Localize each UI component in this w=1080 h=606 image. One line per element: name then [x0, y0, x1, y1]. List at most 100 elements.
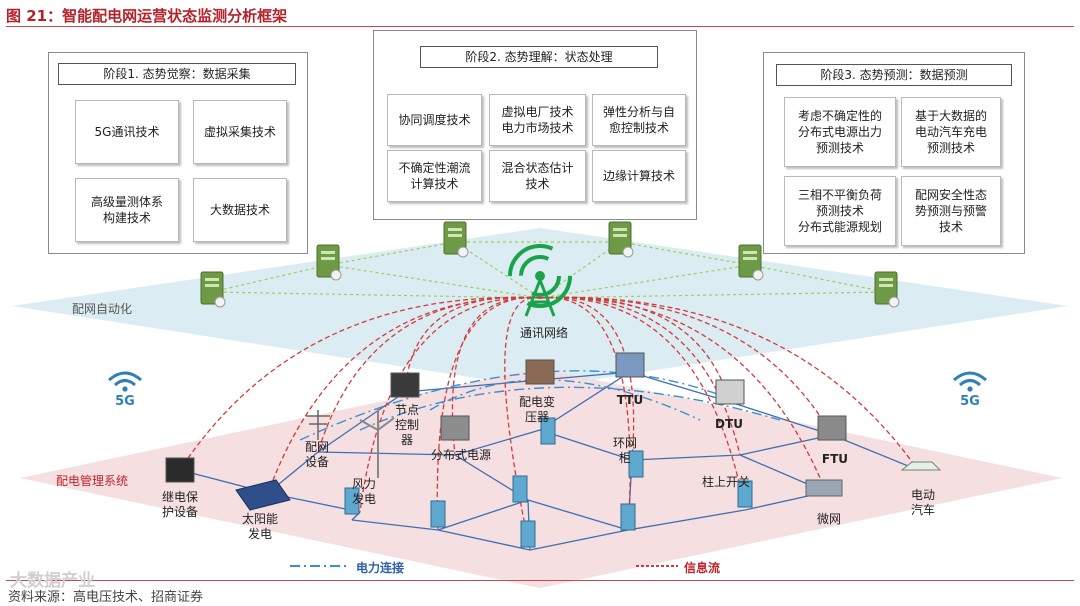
server-icon: [879, 284, 893, 287]
power-line: [454, 429, 541, 456]
server-link: [539, 241, 621, 299]
title-rule: [6, 26, 1074, 27]
phase-1-title: 阶段1. 态势觉察：数据采集: [58, 63, 296, 85]
server-icon: [448, 234, 462, 237]
hub-label: 通讯网络: [519, 326, 568, 340]
server-link: [454, 241, 541, 299]
device-relay-protection: 继电保 护设备: [161, 490, 198, 519]
microgrid-icon: [805, 479, 843, 497]
phase-3-title: 阶段3. 态势预测：数据预测: [776, 64, 1012, 86]
device-electric-vehicle: 电动 汽车: [910, 488, 935, 517]
5g-badge-right: 5G: [948, 368, 992, 409]
management-layer-label: 配电管理系统: [56, 474, 129, 488]
5g-badge-left-text: 5G: [115, 394, 135, 409]
device-ring-main-unit: 环网 柜: [612, 436, 637, 465]
server-icon: [321, 251, 335, 254]
signal-wave-outer: [508, 244, 572, 308]
power-line: [404, 371, 631, 393]
legend-power-label: 电力连接: [356, 561, 405, 575]
building-icon: [344, 487, 360, 515]
5g-badge-right-text: 5G: [960, 394, 980, 409]
server-icon: [205, 284, 219, 287]
device-dtu: DTU: [715, 417, 743, 431]
phase-2-item-edge-computing: 边缘计算技术: [592, 150, 686, 202]
phase-3-item-unbalanced-load-forecast: 三相不平衡负荷 预测技术 分布式能源规划: [784, 176, 896, 246]
server-disk-icon: [752, 269, 764, 281]
power-connection-arc: [299, 370, 721, 441]
watermark: 大数据产业: [10, 571, 95, 591]
figure-title: 图 21：智能配电网运营状态监测分析框架: [6, 7, 288, 25]
phase-3-item-ev-charging-forecast: 基于大数据的 电动汽车充电 预测技术: [901, 97, 1001, 167]
signal-tower-icon: [535, 271, 545, 281]
server-icon: [613, 228, 627, 231]
power-line: [317, 451, 456, 456]
server-disk-icon: [457, 246, 469, 258]
phase-2-item-hybrid-state-estimation: 混合状态估计 技术: [489, 150, 586, 202]
server-disk-icon: [330, 269, 342, 281]
automation-layer-label: 配网自动化: [72, 302, 133, 316]
power-line: [831, 434, 919, 471]
power-line: [437, 499, 529, 531]
transmission-tower-icon: [306, 410, 330, 440]
building-icon: [520, 520, 536, 548]
server-disk-icon: [888, 296, 900, 308]
phase-1-item-ami: 高级量测体系 构建技术: [75, 178, 179, 242]
server-link: [539, 291, 887, 299]
power-line: [739, 434, 833, 456]
phase-1-item-5g: 5G通讯技术: [75, 100, 179, 164]
phase-2-title: 阶段2. 态势理解：状态处理: [420, 46, 658, 68]
phase-2-item-coordinated-dispatch: 协同调度技术: [387, 94, 482, 146]
wind-turbine-icon: [359, 408, 395, 431]
legend-info-label: 信息流: [684, 561, 721, 575]
information-flow-arc: [404, 296, 541, 393]
server-icon: [743, 251, 757, 254]
device-distribution-equipment: 配网 设备: [304, 440, 329, 469]
device-icon: [165, 457, 195, 483]
power-line: [529, 529, 629, 551]
device-icon: [390, 372, 420, 398]
device-ftu: FTU: [821, 452, 849, 466]
building-icon: [430, 500, 446, 528]
device-icon: [715, 379, 745, 405]
phase-2-item-virtual-power-plant: 虚拟电厂技术 电力市场技术: [489, 94, 586, 146]
building-icon: [540, 417, 556, 445]
device-icon: [440, 415, 470, 441]
power-line: [437, 529, 531, 551]
server-icon: [448, 228, 462, 231]
device-ttu: TTU: [616, 393, 644, 407]
electric-vehicle-icon: [900, 461, 942, 471]
information-flow-arc: [539, 297, 631, 531]
server-disk-icon: [214, 296, 226, 308]
bottom-rule: [6, 580, 1074, 581]
building-icon: [737, 480, 753, 508]
management-layer-plane: [20, 368, 1062, 588]
information-flow-arc: [539, 296, 746, 511]
server-icon: [205, 278, 219, 281]
building-icon: [512, 475, 528, 503]
device-icon: [615, 352, 645, 378]
device-distribution-transformer: 配电变 压器: [518, 395, 555, 424]
phase-2-item-resilience: 弹性分析与自 愈控制技术: [592, 94, 686, 146]
server-icon: [321, 257, 335, 260]
power-line: [317, 391, 406, 453]
information-flow-arc: [539, 296, 827, 493]
signal-wave-inner: [519, 255, 561, 297]
phase-3-item-der-forecast: 考虑不确定性的 分布式电源出力 预测技术: [784, 97, 896, 167]
device-microgrid: 微网: [816, 512, 841, 526]
phase-2-item-uncertain-power-flow: 不确定性潮流 计算技术: [387, 150, 482, 202]
wifi-icon: [108, 371, 142, 392]
information-flow-arc: [179, 296, 541, 471]
power-line: [527, 499, 629, 531]
device-solar: 太阳能 发电: [241, 512, 278, 541]
5g-badge-left: 5G: [103, 368, 147, 409]
server-disk-icon: [622, 246, 634, 258]
server-chain-link: [619, 241, 751, 266]
device-node-controller: 节点 控制 器: [394, 403, 419, 447]
server-icon: [613, 234, 627, 237]
information-flow-arc: [359, 296, 541, 513]
server-link: [211, 291, 541, 299]
device-wind: 风力 发电: [351, 477, 376, 506]
solar-panel-icon: [235, 479, 291, 511]
wifi-icon: [953, 371, 987, 392]
